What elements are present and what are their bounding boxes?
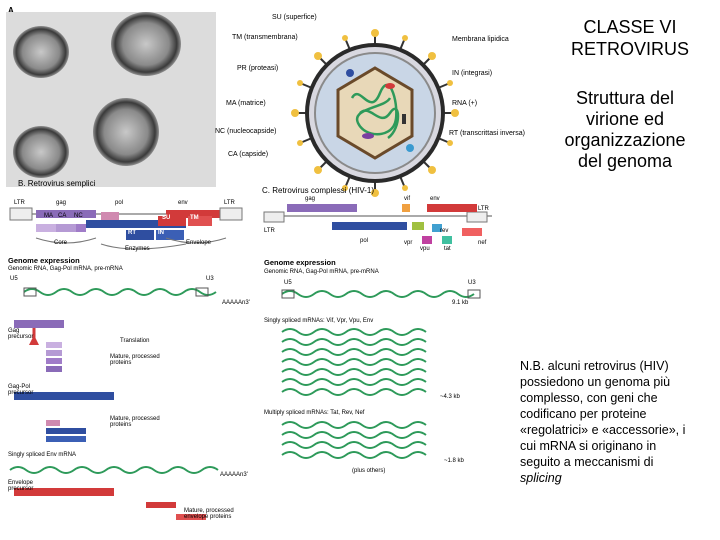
c-gene-pol: pol (360, 238, 369, 244)
b-u5: U5 (10, 276, 18, 282)
label-pr: PR (proteasi) (237, 65, 279, 72)
c-gene-nef: nef (478, 240, 487, 246)
panel-c-expression-diagram (281, 289, 481, 459)
c-multiply: Multiply spliced mRNAs: Tat, Rev, Nef (264, 410, 365, 416)
panel-a-letter: A (8, 6, 14, 15)
subtitle-line-1: Struttura del (575, 88, 675, 108)
b-expr-title: Genome expression (8, 256, 80, 265)
note-line-italic: splicing (520, 471, 562, 485)
micrograph-image (6, 12, 216, 187)
note-line: N.B. alcuni retrovirus (HIV) (520, 359, 669, 373)
label-rna: RNA (+) (452, 100, 478, 107)
panel-b-title: B. Retrovirus semplici (18, 179, 96, 188)
b-gagpol-precursor: Gag-Pol precursor (8, 384, 34, 396)
b-env-precursor: Envelope precursor (8, 480, 34, 492)
c-size-2: ~4.3 kb (440, 394, 460, 400)
b-group-envelope: Envelope (186, 240, 212, 246)
c-gene-vpu: vpu (420, 246, 430, 252)
subtitle-line-3: organizzazione (564, 130, 686, 150)
label-ca: CA (capside) (228, 151, 269, 158)
label-in: IN (integrasi) (452, 70, 493, 77)
b-u3: U3 (206, 276, 214, 282)
panel-b-expression-diagram (9, 287, 219, 520)
b-translation: Translation (120, 338, 150, 344)
note-block: N.B. alcuni retrovirus (HIV) possiedono … (520, 358, 702, 486)
c-expr-sub: Genomic RNA, Gag-Pol mRNA, pre-mRNA (264, 269, 379, 275)
b-ltr-right: LTR (224, 200, 235, 206)
label-membrana: Membrana lipidica (452, 36, 509, 43)
c-expr-title: Genome expression (264, 258, 336, 267)
c-gene-env: env (430, 196, 440, 202)
slide-subtitle: Struttura del virione ed organizzazione … (540, 88, 710, 172)
c-size-3: ~1.8 kb (444, 458, 464, 464)
c-gene-gag: gag (305, 196, 316, 202)
virion-diagram (291, 29, 459, 197)
c-gene-vif: vif (404, 196, 410, 202)
b-gene-gag: gag (56, 200, 67, 206)
b-protein-in: IN (158, 230, 164, 236)
label-ma: MA (matrice) (226, 100, 266, 107)
b-mature-2: Mature, processed proteins (110, 416, 160, 428)
title-line-2: RETROVIRUS (570, 39, 689, 59)
b-polya-2: AAAAAn3' (220, 472, 248, 478)
c-singly: Singly spliced mRNAs: Vif, Vpr, Vpu, Env (264, 318, 374, 324)
micrograph-panel (6, 12, 216, 187)
b-protein-ca: CA (58, 213, 67, 219)
c-ltr-left: LTR (264, 228, 275, 234)
b-protein-ma: MA (44, 213, 53, 219)
note-line: «regolatrici» e «accessorie», i (520, 423, 686, 437)
c-size-1: 9.1 kb (452, 300, 469, 306)
c-gene-rev: rev (440, 228, 449, 234)
b-mature-1: Mature, processed proteins (110, 354, 160, 366)
c-others: (plus others) (352, 468, 386, 474)
b-group-enzymes: Enzymes (125, 246, 150, 252)
c-gene-vpr: vpr (404, 240, 413, 246)
c-u5: U5 (284, 280, 292, 286)
panel-c-genome-map (263, 204, 492, 244)
b-gene-pol: pol (115, 200, 124, 206)
panel-b-genome-map (9, 207, 243, 250)
title-line-1: CLASSE VI (583, 17, 677, 37)
label-rt: RT (transcrittasi inversa) (449, 130, 525, 137)
c-gene-tat: tat (444, 246, 451, 252)
slide-title: CLASSE VI RETROVIRUS (550, 16, 710, 60)
b-protein-rt: RT (128, 230, 136, 236)
b-expr-sub: Genomic RNA, Gag-Pol mRNA, pre-mRNA (8, 266, 123, 272)
b-group-core: Core (54, 240, 68, 246)
note-line: possiedono un genoma più (520, 375, 671, 389)
c-ltr-right: LTR (478, 206, 489, 212)
label-su: SU (superfice) (272, 14, 317, 21)
c-u3: U3 (468, 280, 476, 286)
subtitle-line-4: del genoma (577, 151, 673, 171)
note-line: cui mRNA si originano in (520, 439, 657, 453)
b-env-mature: Mature, processed envelope proteins (184, 508, 234, 520)
b-ltr-left: LTR (14, 200, 25, 206)
b-gene-env: env (178, 200, 188, 206)
note-line: complesso, con geni che (520, 391, 658, 405)
b-polya-1: AAAAAn3' (222, 300, 250, 306)
b-gag-precursor: Gag precursor (8, 328, 34, 340)
b-protein-tm: TM (190, 215, 199, 221)
label-nc: NC (nucleocapside) (215, 128, 277, 135)
panel-c-title: C. Retrovirus complessi (HIV-1) (262, 186, 375, 195)
subtitle-line-2: virione ed (585, 109, 665, 129)
b-protein-su: SU (162, 215, 171, 221)
label-tm: TM (transmembrana) (232, 34, 298, 41)
note-line: seguito a meccanismi di (520, 455, 654, 469)
b-protein-nc: NC (74, 213, 83, 219)
note-line: codificano per proteine (520, 407, 647, 421)
b-env-mrna: Singly spliced Env mRNA (8, 452, 77, 458)
